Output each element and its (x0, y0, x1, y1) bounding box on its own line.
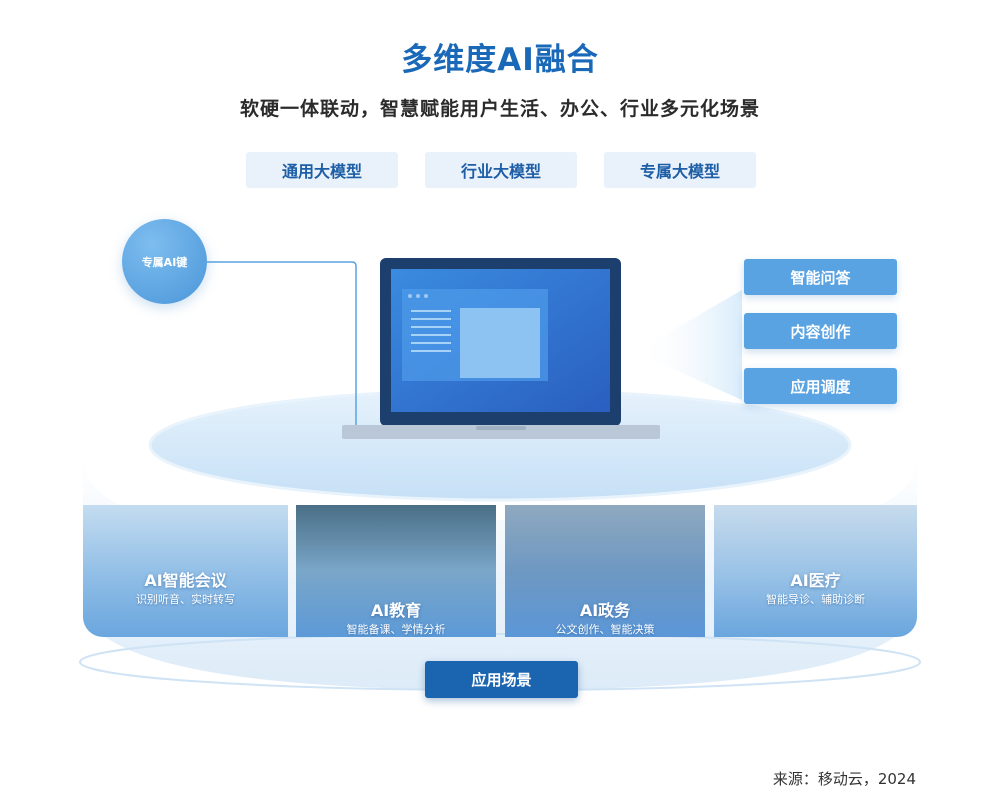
scene-title: AI教育 (370, 601, 422, 620)
page-title: 多维度AI融合 (401, 42, 599, 78)
function-scheduling-button: 应用调度 (744, 368, 897, 404)
scene-subtitle: 公文创作、智能决策 (555, 623, 655, 636)
screen-panel (460, 308, 540, 378)
ai-key-circle: 专属AI键 (122, 219, 207, 304)
scene-card-education: AI教育 智能备课、学情分析 (296, 505, 496, 637)
scene-title: AI医疗 (790, 571, 841, 590)
scene-card-government: AI政务 公文创作、智能决策 (505, 505, 705, 637)
apply-scenarios-button: 应用场景 (425, 661, 578, 698)
platform-top-disc (150, 390, 850, 500)
function-content-button: 内容创作 (744, 313, 897, 349)
page-subtitle: 软硬一体联动，智慧赋能用户生活、办公、行业多元化场景 (239, 98, 760, 120)
model-tag-exclusive: 专属大模型 (604, 152, 756, 188)
scene-subtitle: 智能备课、学情分析 (346, 623, 446, 636)
model-tag-industry: 行业大模型 (425, 152, 577, 188)
scene-title: AI智能会议 (144, 571, 227, 590)
laptop-base (342, 425, 660, 439)
scene-subtitle: 智能导诊、辅助诊断 (766, 593, 865, 606)
source-note: 来源：移动云，2024 (772, 770, 916, 788)
light-cone (635, 290, 742, 400)
model-tag-general: 通用大模型 (246, 152, 398, 188)
ai-key-connector (207, 261, 357, 430)
scene-card-meeting: AI智能会议 识别听音、实时转写 (83, 505, 288, 637)
scene-title: AI政务 (579, 601, 631, 620)
platform-rim (83, 455, 917, 690)
scene-card-medical: AI医疗 智能导诊、辅助诊断 (714, 505, 917, 637)
function-qa-button: 智能问答 (744, 259, 897, 295)
scene-subtitle: 识别听音、实时转写 (136, 593, 235, 606)
